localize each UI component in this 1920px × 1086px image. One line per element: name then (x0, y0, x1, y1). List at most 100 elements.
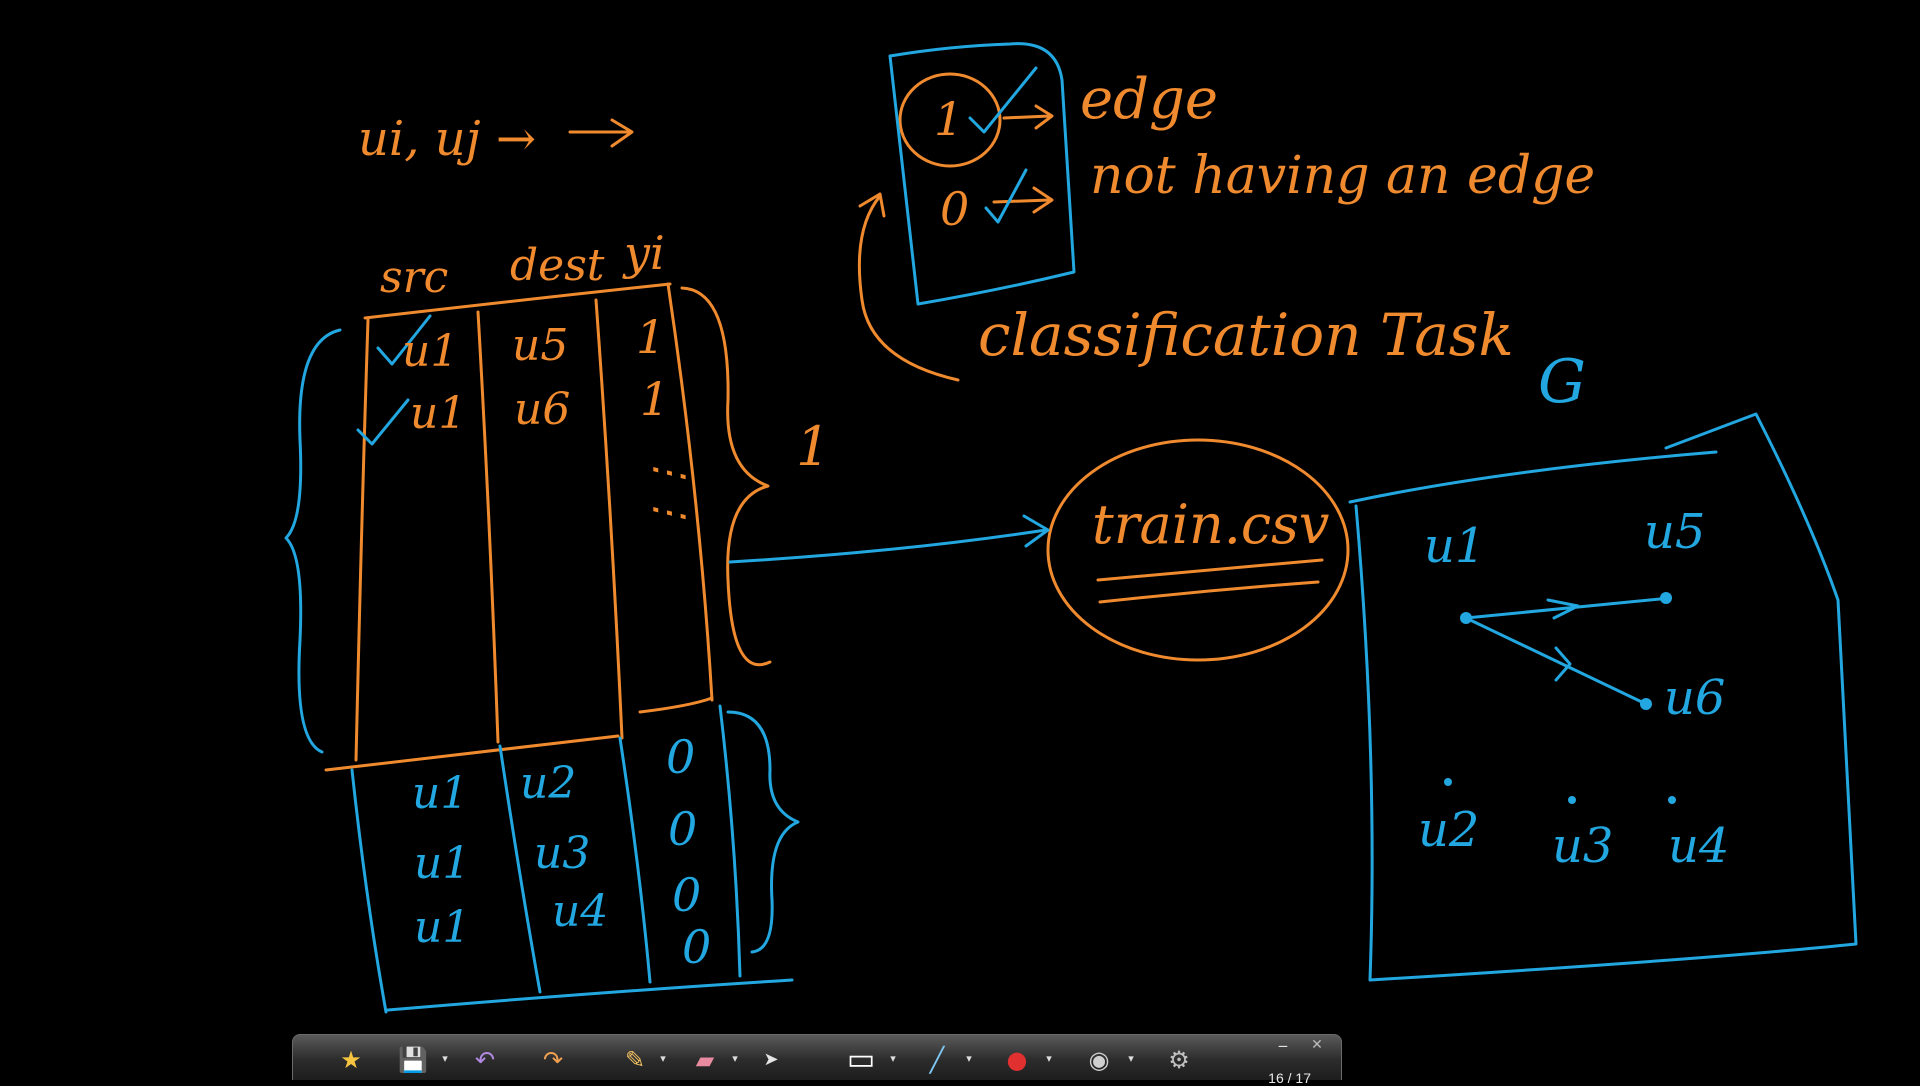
legend-zero: 0 (940, 182, 970, 236)
node-dot-u2 (1444, 778, 1452, 786)
arrow-to-train (728, 514, 1050, 564)
table-corner-line (638, 696, 714, 714)
pos-row-2-src: u1 (410, 388, 467, 439)
table-top-line (363, 282, 672, 320)
edge-u1-u5 (1464, 596, 1672, 620)
eraser-icon: ▰ (695, 1046, 715, 1074)
train-file-label: train.csv (1092, 493, 1330, 556)
right-brace-positive (680, 286, 772, 667)
header-src: src (380, 252, 449, 303)
tool-save[interactable]: 💾 (393, 1043, 433, 1077)
chevron-down-icon: ▾ (1046, 1051, 1052, 1065)
neg-row-2-dest: u3 (534, 828, 591, 879)
left-brace (284, 328, 342, 754)
pointer-icon: ➤ (763, 1049, 779, 1070)
table-divider-line (324, 734, 620, 772)
blue-strokes (284, 42, 1858, 1014)
train-csv-ellipse (1046, 438, 1350, 662)
settings-gear-icon: ⚙ (1168, 1046, 1190, 1074)
legend-check-1 (968, 66, 1038, 134)
chevron-down-icon: ▾ (1128, 1051, 1134, 1065)
highlighter-icon: ╱ (929, 1046, 945, 1074)
table-col-line-2 (594, 298, 624, 740)
webcam-dropdown[interactable]: ▾ (1125, 1051, 1137, 1065)
legend-arrow-edge (1002, 104, 1054, 130)
neg-extra-zero: 0 (682, 920, 712, 974)
continuation-dots: ⋮⋮ (647, 450, 693, 530)
check-row-1 (376, 314, 432, 366)
neg-table-left (350, 768, 388, 1014)
graph-label: G (1538, 347, 1586, 417)
graph-node-dots (1444, 592, 1676, 804)
graph-node-u6: u6 (1664, 670, 1726, 726)
legend-check-2 (984, 168, 1028, 224)
page-indicator: 16 / 17 (1268, 1070, 1311, 1086)
tool-record[interactable]: ● (997, 1043, 1037, 1077)
neg-row-2-src: u1 (414, 838, 471, 889)
right-brace-negative (726, 710, 800, 954)
pos-row-1-src: u1 (402, 326, 459, 377)
edge-u1-u6 (1464, 616, 1648, 706)
legend-not-edge: not having an edge (1090, 146, 1596, 206)
close-icon: ✕ (1311, 1037, 1323, 1053)
tool-highlighter[interactable]: ╱ (917, 1043, 957, 1077)
node-dot-u6 (1640, 698, 1652, 710)
classification-note: classification Task (978, 301, 1514, 369)
tool-select-star[interactable]: ★ (331, 1043, 371, 1077)
neg-row-1-yi: 0 (666, 730, 696, 784)
neg-row-3-yi: 0 (672, 868, 702, 922)
page-dropdown[interactable]: ▾ (887, 1051, 899, 1065)
table-col-line-1 (476, 310, 500, 744)
chevron-down-icon: ▾ (890, 1051, 896, 1065)
legend-edge: edge (1080, 67, 1218, 132)
minimize-icon: ‒ (1277, 1036, 1289, 1055)
table-left-line (354, 318, 370, 762)
node-dot-u4 (1668, 796, 1676, 804)
classification-curve-arrow (857, 192, 960, 382)
pencil-icon: ✎ (624, 1046, 646, 1074)
header-dest: dest (510, 240, 605, 291)
whiteboard-toolbar: ★ 💾 ▾ ↶ ↷ ✎ ▾ ▰ ▾ ➤ ▭ ▾ ╱ ▾ ● ▾ ◉ ▾ ⚙ ‒ … (292, 1034, 1342, 1086)
neg-table-bottom (386, 978, 794, 1012)
note-ui-uj: ui, uj → (358, 111, 537, 167)
eraser-dropdown[interactable]: ▾ (729, 1051, 741, 1065)
tool-blank-page[interactable]: ▭ (841, 1043, 881, 1077)
tool-undo[interactable]: ↶ (465, 1043, 505, 1077)
tool-webcam[interactable]: ◉ (1079, 1043, 1119, 1077)
neg-row-3-src: u1 (414, 902, 471, 953)
tool-redo[interactable]: ↷ (533, 1043, 573, 1077)
record-dropdown[interactable]: ▾ (1043, 1051, 1055, 1065)
tool-pencil[interactable]: ✎ (615, 1043, 655, 1077)
toolbar-close-button[interactable]: ✕ (1309, 1037, 1325, 1053)
blank-page-icon: ▭ (846, 1042, 876, 1077)
train-csv-underline-1 (1096, 558, 1324, 582)
legend-one: 1 (934, 92, 964, 146)
neg-row-2-yi: 0 (668, 802, 698, 856)
tool-settings[interactable]: ⚙ (1159, 1043, 1199, 1077)
graph-node-u5: u5 (1644, 504, 1706, 560)
arrow-ui-uj (568, 118, 634, 148)
chevron-down-icon: ▾ (732, 1051, 738, 1065)
save-dropdown[interactable]: ▾ (439, 1051, 451, 1065)
brace-label-one: 1 (796, 415, 831, 478)
pos-row-2-yi: 1 (640, 372, 670, 426)
highlighter-dropdown[interactable]: ▾ (963, 1051, 975, 1065)
neg-table-col-3 (718, 704, 742, 978)
neg-row-1-src: u1 (412, 768, 469, 819)
pencil-dropdown[interactable]: ▾ (657, 1051, 669, 1065)
pos-row-2-dest: u6 (514, 384, 571, 435)
pos-row-1-dest: u5 (512, 320, 569, 371)
undo-arrow-icon: ↶ (474, 1046, 496, 1074)
graph-node-u2: u2 (1418, 802, 1480, 858)
webcam-icon: ◉ (1088, 1046, 1110, 1074)
tool-eraser[interactable]: ▰ (685, 1043, 725, 1077)
save-icon: 💾 (398, 1046, 428, 1074)
neg-table-col-2 (618, 736, 652, 984)
redo-arrow-icon: ↷ (542, 1046, 564, 1074)
toolbar-minimize-button[interactable]: ‒ (1275, 1038, 1291, 1054)
record-icon: ● (1006, 1046, 1028, 1074)
pos-row-1-yi: 1 (636, 310, 666, 364)
tool-pointer[interactable]: ➤ (751, 1043, 791, 1077)
graph-node-u4: u4 (1668, 818, 1730, 874)
